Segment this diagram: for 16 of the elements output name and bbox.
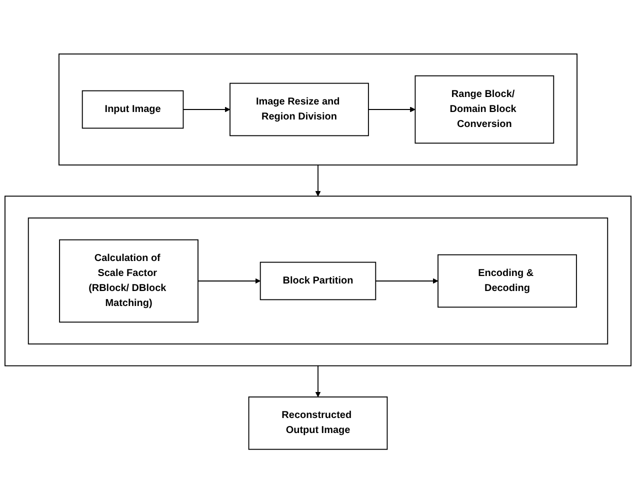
cluster [4,196,632,366]
cluster [28,217,608,344]
arrow [315,365,321,398]
node-box: Range Block/ Domain Block Conversion [414,75,554,144]
cluster [58,53,578,166]
node-box: Block Partition [260,262,376,300]
node-box: Image Resize and Region Division [230,82,369,136]
node-box: Input Image [82,90,184,128]
node-box: Calculation of Scale Factor (RBlock/ DBlock Matching) [59,239,198,322]
arrow [182,106,230,112]
node-box: Encoding & Decoding [438,254,577,308]
node-box: Reconstructed Output Image [248,396,388,450]
arrow [368,106,416,112]
arrow [375,278,438,284]
arrow [315,164,321,196]
arrow [198,278,261,284]
